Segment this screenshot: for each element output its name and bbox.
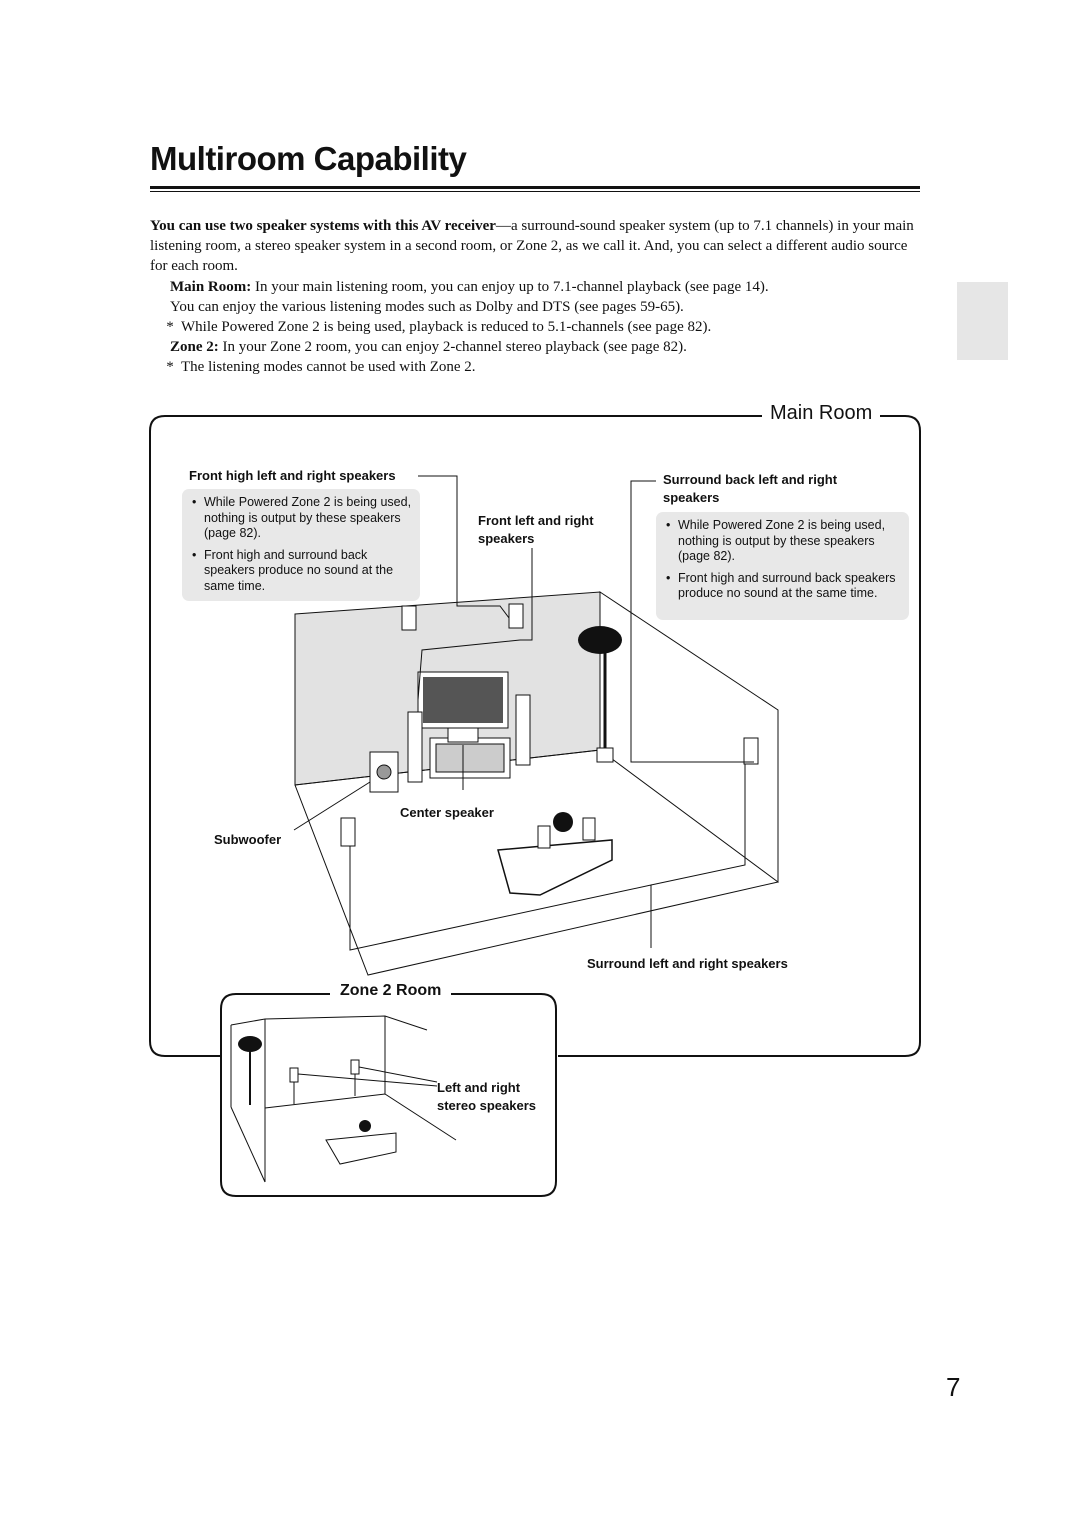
- front-high-left: [401, 605, 417, 631]
- zone2-paragraph: Zone 2: In your Zone 2 room, you can enj…: [150, 337, 920, 357]
- note-left-item: Front high and surround back speakers pr…: [192, 548, 412, 595]
- right-wall: [599, 591, 779, 883]
- note-star: *: [166, 319, 174, 335]
- main-room-title: Main Room: [762, 402, 881, 425]
- label-front-lr: Front left and right speakers: [478, 513, 594, 546]
- label-front-high: Front high left and right speakers: [189, 468, 396, 483]
- note-right: While Powered Zone 2 is being used, noth…: [656, 512, 909, 620]
- intro-text: —a surround-sound speaker system (up to …: [150, 218, 914, 274]
- front-left-speaker: [407, 711, 423, 783]
- label-surround-back: Surround back left and right speakers: [663, 472, 838, 505]
- front-right-speaker: [515, 694, 531, 766]
- zone2-bold: Zone 2:: [170, 339, 219, 355]
- zone2-frame: [220, 993, 557, 1197]
- title-rule-thin: [150, 191, 920, 192]
- floor-edges: [294, 614, 779, 976]
- sofa: [497, 839, 613, 896]
- label-center: Center speaker: [400, 805, 494, 820]
- main-room-note-text: While Powered Zone 2 is being used, play…: [181, 319, 712, 335]
- zone2-room-title: Zone 2 Room: [330, 982, 452, 1000]
- main-room-note: * While Powered Zone 2 is being used, pla…: [150, 317, 920, 337]
- zone2-note: * The listening modes cannot be used with…: [150, 357, 920, 377]
- intro-paragraph: You can use two speaker systems with thi…: [150, 216, 920, 276]
- label-surround-lr: Surround left and right speakers: [587, 956, 788, 971]
- note-left-item: While Powered Zone 2 is being used, noth…: [192, 495, 412, 542]
- title-rule-thick: [150, 186, 920, 189]
- center-speaker: [447, 727, 479, 743]
- label-subwoofer: Subwoofer: [214, 832, 282, 847]
- surround-left-speaker: [340, 817, 356, 847]
- main-room-text2: You can enjoy the various listening mode…: [170, 299, 684, 315]
- page-number: 7: [946, 1372, 961, 1402]
- note-right-item: While Powered Zone 2 is being used, noth…: [666, 518, 901, 565]
- main-room-text1: In your main listening room, you can enj…: [251, 279, 769, 295]
- main-room-paragraph: Main Room: In your main listening room, …: [150, 277, 920, 297]
- front-high-right: [508, 603, 524, 629]
- main-room-bold: Main Room:: [170, 279, 252, 295]
- section-tab: [957, 282, 1008, 360]
- zone2-note-text: The listening modes cannot be used with …: [181, 359, 476, 375]
- zone2-text: In your Zone 2 room, you can enjoy 2-cha…: [218, 339, 687, 355]
- note-star: *: [166, 359, 174, 375]
- page-title: Multiroom Capability: [150, 140, 467, 177]
- main-room-paragraph-2: You can enjoy the various listening mode…: [150, 297, 920, 317]
- main-room-frame: [149, 415, 921, 1057]
- intro-bold: You can use two speaker systems with thi…: [150, 218, 496, 234]
- label-stereo: Left and right stereo speakers: [437, 1080, 537, 1113]
- surround-back-speaker: [743, 737, 759, 765]
- note-left: While Powered Zone 2 is being used, noth…: [182, 489, 420, 601]
- note-right-item: Front high and surround back speakers pr…: [666, 571, 901, 602]
